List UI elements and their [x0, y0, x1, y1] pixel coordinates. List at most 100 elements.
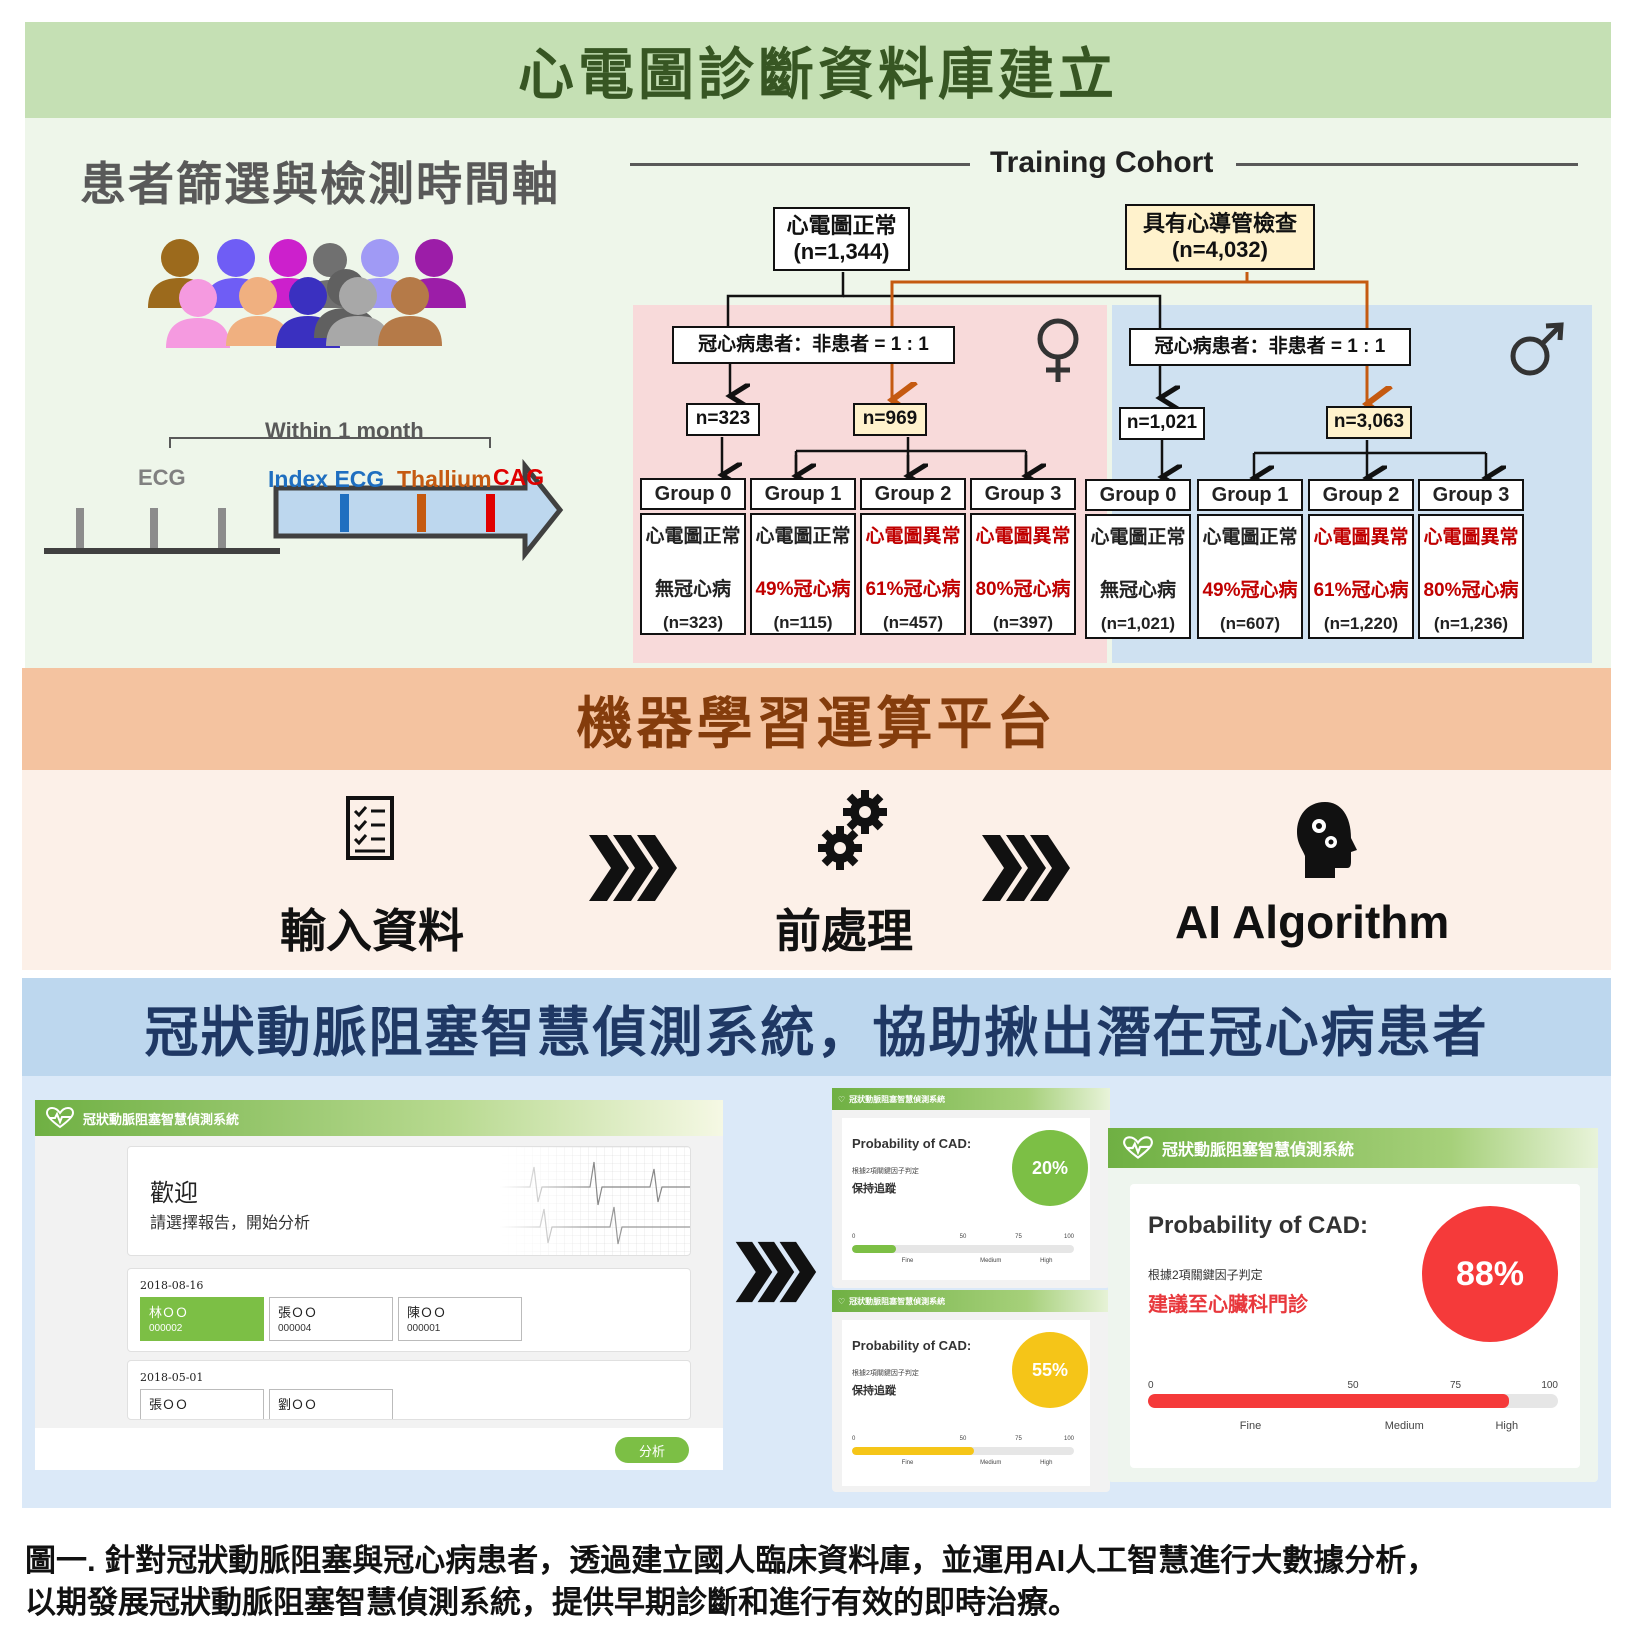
female-n-left: n=323: [686, 403, 760, 436]
banner-detection-system: 冠狀動脈阻塞智慧偵測系統，協助揪出潛在冠心病患者: [22, 978, 1611, 1076]
step-ai-algorithm: AI Algorithm: [1175, 896, 1450, 948]
female-group-0-header: Group 0: [640, 478, 746, 510]
patient-name: 陳ＯＯ: [407, 1305, 447, 1320]
result-screen-high: 冠狀動脈阻塞智慧偵測系統 Probability of CAD: 根據2項關鍵因…: [1108, 1128, 1598, 1482]
app-name: 冠狀動脈阻塞智慧偵測系統: [849, 1094, 946, 1104]
probability-circle: 20%: [1012, 1130, 1088, 1206]
app-footer: [35, 1428, 723, 1470]
patient-id: 000002: [149, 1323, 183, 1334]
scale-level-label: Medium: [980, 1258, 1002, 1264]
result-screen-low: ♡冠狀動脈阻塞智慧偵測系統 Probability of CAD: 根據2項關鍵…: [832, 1088, 1110, 1288]
male-n-right: n=3,063: [1326, 406, 1412, 439]
male-group-0-detail: 心電圖正常 無冠心病 (n=1,021): [1085, 514, 1191, 639]
scale-level-label: High: [1040, 1460, 1053, 1466]
normal-ecg-label: 心電圖正常: [786, 212, 897, 238]
cad-rate: 80%冠心病: [975, 579, 1071, 600]
female-n-right: n=969: [853, 403, 927, 436]
normal-ecg-count: (n=1,344): [793, 239, 890, 264]
scale-tick-label: 0: [852, 1436, 856, 1442]
caption-line-2: 以期發展冠狀動脈阻塞智慧偵測系統，提供早期診斷和進行有效的即時治療。: [25, 1584, 1079, 1620]
scale-tick-label: 50: [1347, 1380, 1359, 1391]
index-ecg-label: Index ECG: [268, 466, 385, 492]
thallium-label: Thallium: [397, 466, 492, 492]
heart-pulse-icon: ♡: [838, 1094, 846, 1104]
male-group-0-header: Group 0: [1085, 479, 1191, 511]
group-count: (n=1,220): [1323, 614, 1399, 633]
patient-name: 張ＯＯ: [278, 1305, 318, 1320]
ai-brain-head-icon: [1297, 802, 1357, 878]
cath-exam-count: (n=4,032): [1171, 237, 1268, 262]
patient-name: 張ＯＯ: [149, 1397, 189, 1412]
patient-name: 林ＯＯ: [149, 1305, 189, 1320]
banner-ecg-database: 心電圖診斷資料庫建立: [25, 22, 1611, 118]
female-group-2-detail: 心電圖異常 61%冠心病 (n=457): [860, 513, 966, 635]
patient-card[interactable]: 張ＯＯ: [140, 1389, 264, 1419]
male-group-1-header: Group 1: [1197, 479, 1303, 511]
group-count: (n=1,021): [1100, 614, 1176, 633]
result-card: Probability of CAD: 根據2項關鍵因子判定 保持追蹤 55% …: [842, 1320, 1090, 1486]
scale-tick-label: 0: [852, 1234, 856, 1240]
cohort-line-left: [630, 163, 970, 166]
scale-tick-label: 75: [1015, 1234, 1022, 1240]
probability-bar-fill: [1148, 1394, 1509, 1408]
chevron-right-icon: [982, 835, 1070, 901]
welcome-title: 歡迎: [150, 1180, 198, 1207]
detection-timeline: [44, 437, 564, 562]
scale-level-label: Medium: [980, 1460, 1002, 1466]
app-name: 冠狀動脈阻塞智慧偵測系統: [849, 1296, 946, 1306]
patient-card[interactable]: 劉ＯＯ: [269, 1389, 393, 1419]
app-header: 冠狀動脈阻塞智慧偵測系統: [35, 1100, 723, 1136]
patient-card[interactable]: 林ＯＯ 000002: [140, 1297, 264, 1341]
cath-exam-box: 具有心導管檢查(n=4,032): [1125, 204, 1315, 270]
checklist-icon: [346, 796, 394, 860]
probability-bar-fill: [852, 1245, 897, 1253]
report-date-1: 2018-08-16: [140, 1279, 204, 1292]
probability-title: Probability of CAD:: [852, 1338, 972, 1353]
ecg-grid-image: [500, 1147, 690, 1255]
cad-rate: 49%冠心病: [755, 579, 851, 600]
app-name: 冠狀動脈阻塞智慧偵測系統: [83, 1111, 240, 1127]
group-count: (n=607): [1220, 614, 1280, 633]
scale-tick-label: 50: [959, 1234, 967, 1240]
cad-rate: 61%冠心病: [1313, 580, 1409, 601]
probability-circle: 88%: [1422, 1206, 1558, 1342]
chevron-right-icon: [735, 1241, 817, 1303]
chevron-right-icon: [589, 835, 677, 901]
scale-tick-label: 100: [1541, 1380, 1558, 1391]
gears-icon: [818, 790, 887, 870]
scale-tick-label: 0: [1148, 1380, 1154, 1391]
advice-text: 保持追蹤: [852, 1183, 896, 1195]
ecg-status: 心電圖正常: [1202, 527, 1298, 548]
ecg-label: ECG: [138, 465, 186, 490]
patient-card[interactable]: 陳ＯＯ 000001: [398, 1297, 522, 1341]
person-icon: [148, 239, 466, 348]
app-screen-welcome: 冠狀動脈阻塞智慧偵測系統 歡迎 請選擇報告，開始分析 2018-08-16 林Ｏ…: [35, 1100, 723, 1470]
group-count: (n=457): [883, 613, 943, 632]
ecg-status: 心電圖異常: [1313, 527, 1409, 548]
ecg-status: 心電圖正常: [1090, 527, 1186, 548]
welcome-card: 歡迎 請選擇報告，開始分析: [127, 1146, 691, 1256]
cath-exam-label: 具有心導管檢查: [1142, 210, 1297, 236]
within-one-month-label: Within 1 month: [265, 418, 424, 443]
basis-text: 根據2項關鍵因子判定: [852, 1370, 919, 1377]
patient-id: 000001: [407, 1323, 441, 1334]
probability-circle: 55%: [1012, 1332, 1088, 1408]
probability-bar: [1148, 1394, 1558, 1408]
analyze-button[interactable]: 分析: [615, 1437, 689, 1463]
ecg-status: 心電圖異常: [975, 526, 1071, 547]
result-header: 冠狀動脈阻塞智慧偵測系統: [1108, 1128, 1598, 1168]
result-card: Probability of CAD: 根據2項關鍵因子判定 建議至心臟科門診 …: [1130, 1184, 1580, 1468]
figure-caption: 圖一. 針對冠狀動脈阻塞與冠心病患者，透過建立國人臨床資料庫，並運用AI人工智慧…: [25, 1540, 1615, 1624]
cad-rate: 49%冠心病: [1202, 580, 1298, 601]
cad-rate: 無冠心病: [1099, 580, 1176, 601]
normal-ecg-box: 心電圖正常(n=1,344): [773, 207, 910, 271]
scale-level-label: Medium: [1384, 1420, 1424, 1432]
ecg-status: 心電圖正常: [755, 526, 851, 547]
advice-text: 保持追蹤: [852, 1385, 896, 1397]
patient-name: 劉ＯＯ: [278, 1397, 318, 1412]
